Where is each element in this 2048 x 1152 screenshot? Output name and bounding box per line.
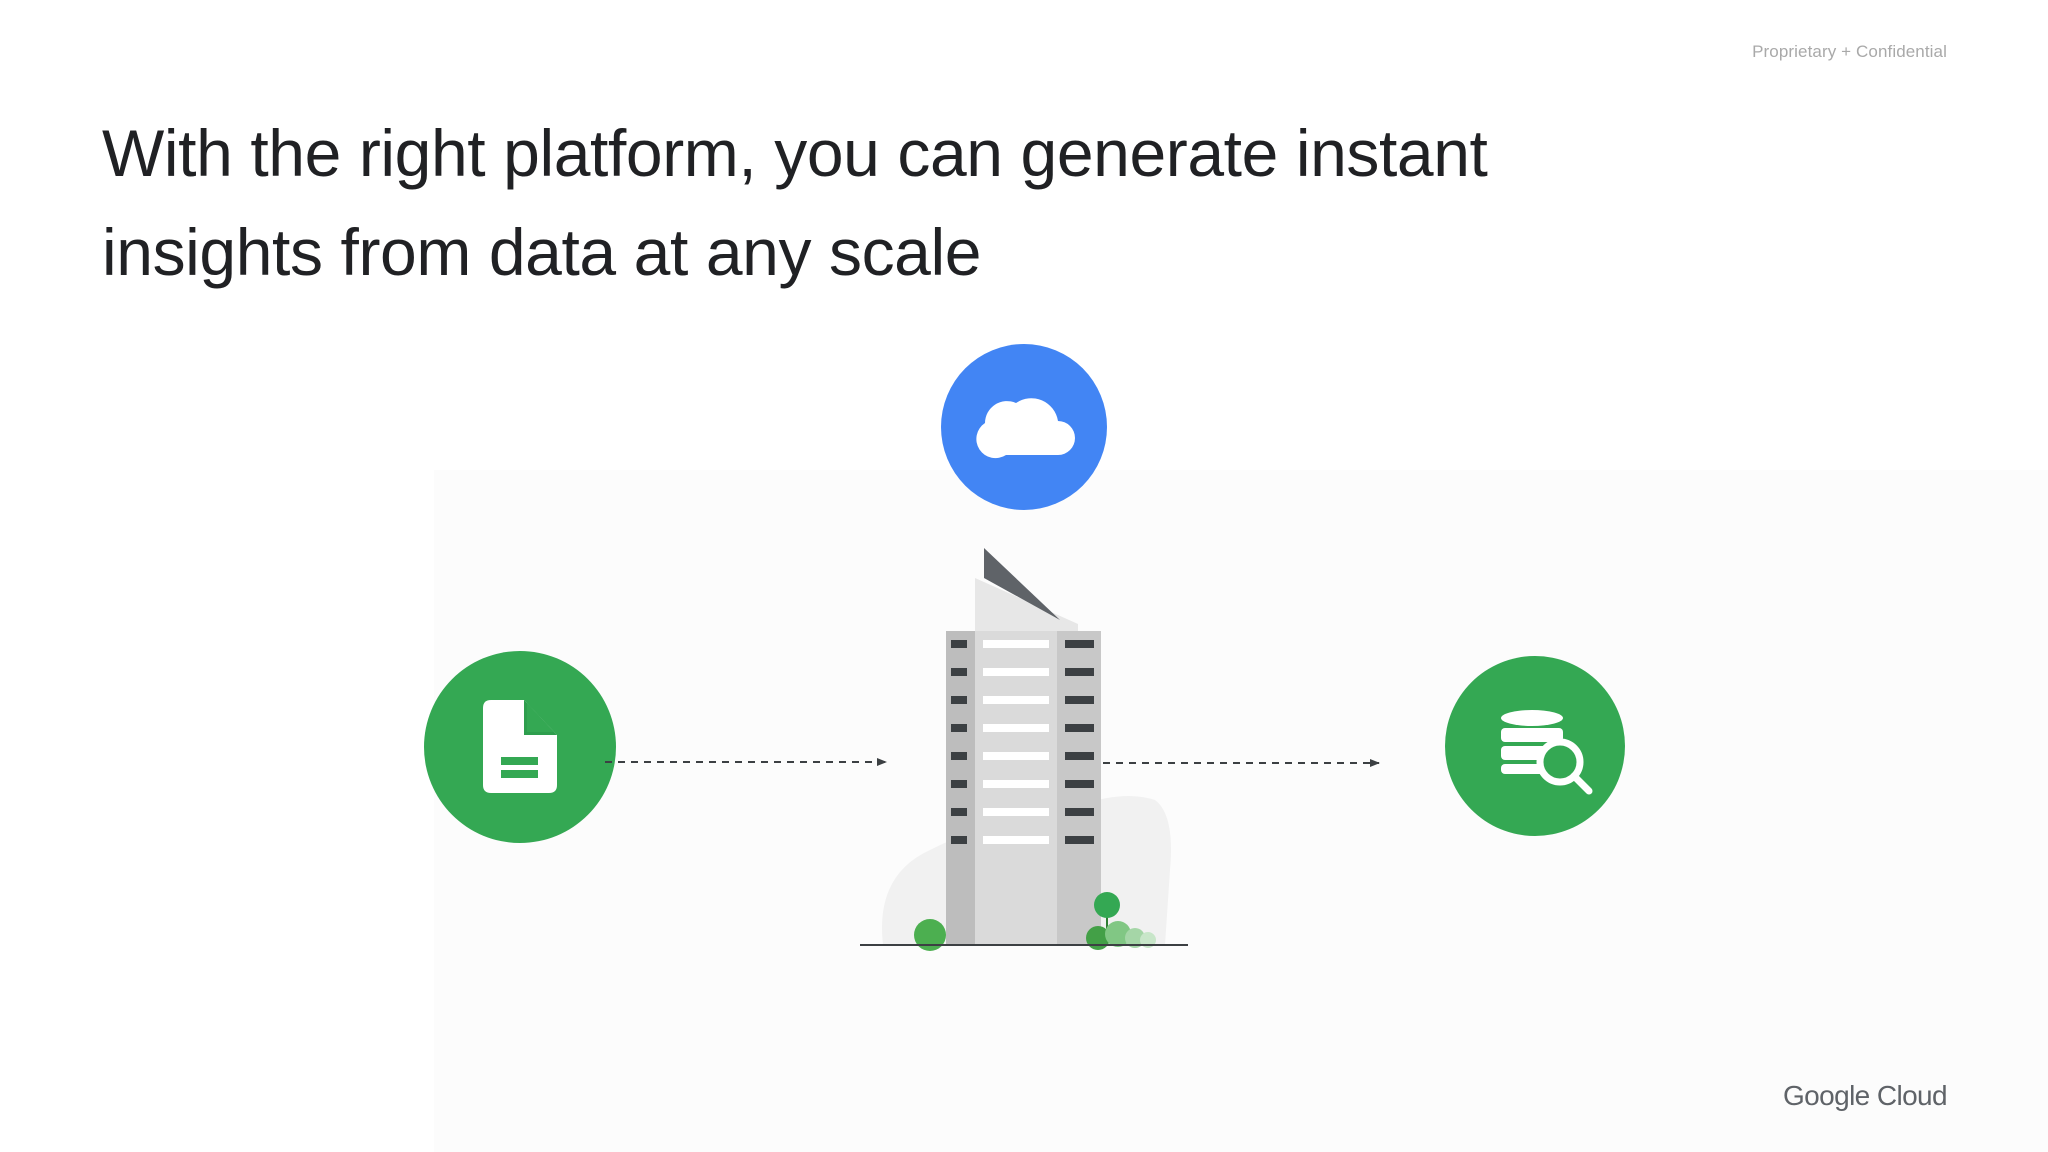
- google-cloud-logo: Google Cloud: [1782, 1080, 1948, 1111]
- building-windows: [951, 640, 1094, 844]
- cloud-icon: [941, 344, 1107, 510]
- background-panel: [434, 470, 2048, 1152]
- building-illustration: [860, 548, 1188, 951]
- database-search-icon: [1445, 656, 1625, 836]
- document-icon: [424, 651, 616, 843]
- trees: [914, 892, 1156, 951]
- confidential-label: Proprietary + Confidential: [1752, 42, 1947, 61]
- slide-title: With the right platform, you can generat…: [102, 116, 1488, 289]
